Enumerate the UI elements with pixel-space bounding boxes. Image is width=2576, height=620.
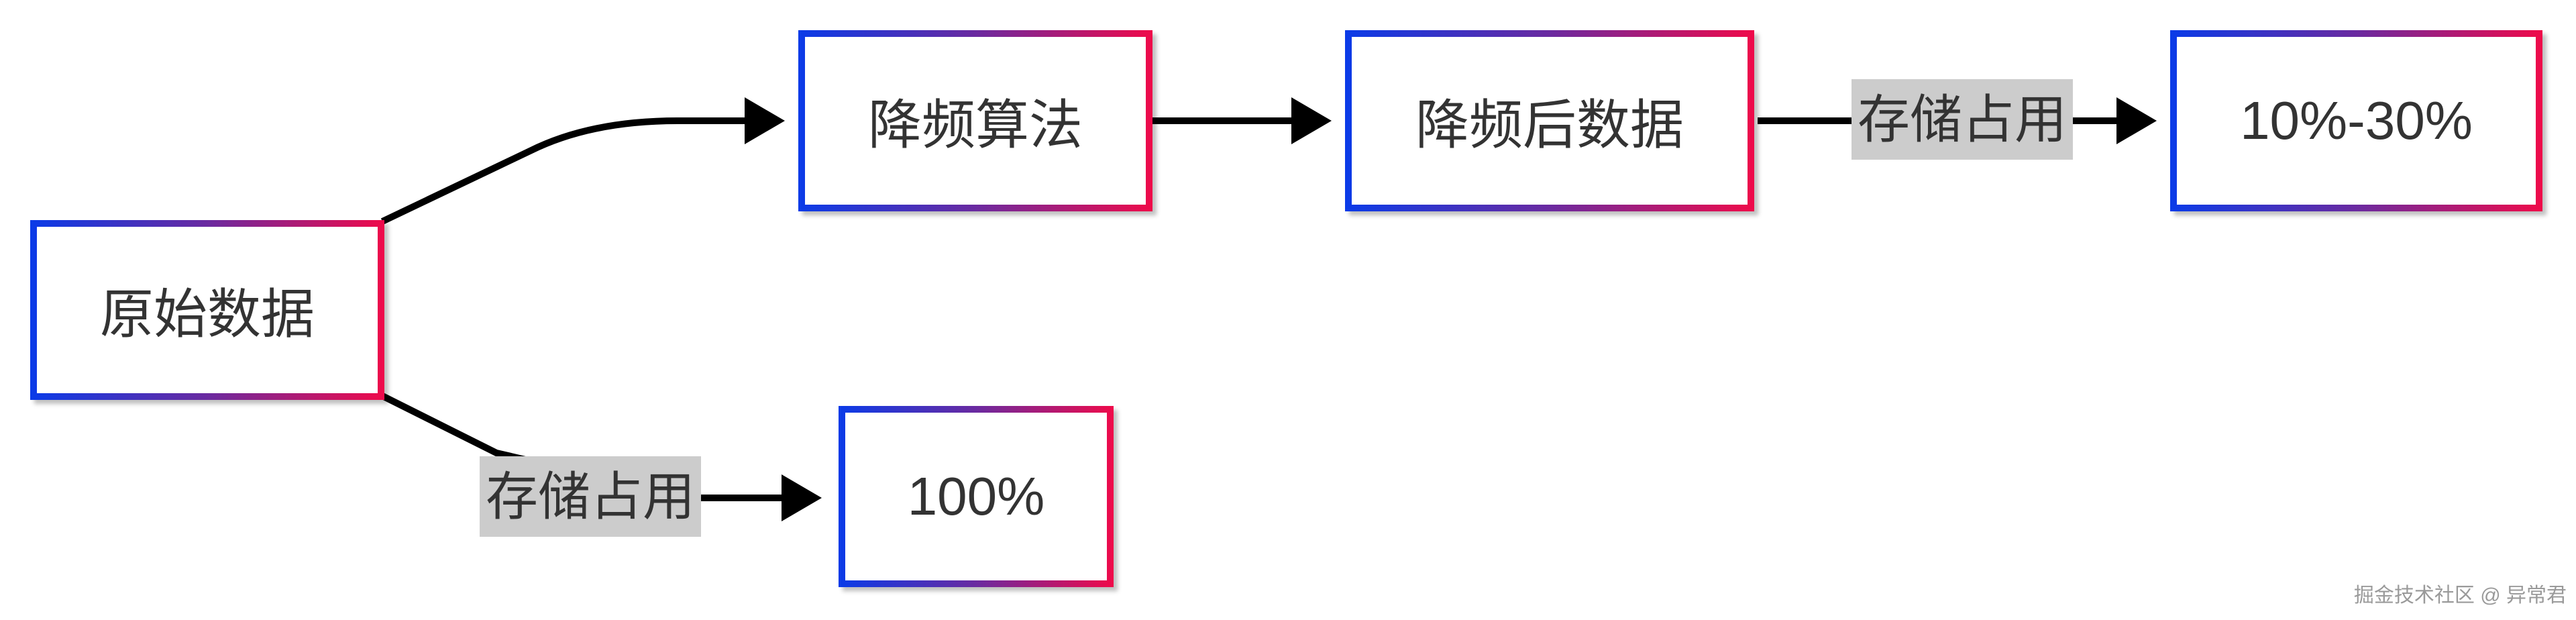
node-ratio-full: 100% bbox=[839, 406, 1114, 587]
node-downsampled-data-label: 降频后数据 bbox=[1415, 95, 1684, 155]
node-ratio-reduced-label: 10%-30% bbox=[2240, 91, 2473, 150]
arrowhead-algorithm bbox=[745, 97, 785, 144]
arrowhead-ratio-full bbox=[782, 474, 822, 521]
edge-label-storage-bottom-text: 存储占用 bbox=[485, 467, 695, 526]
edge-label-storage-top-text: 存储占用 bbox=[1857, 90, 2067, 149]
node-downsample-algorithm-label: 降频算法 bbox=[868, 95, 1083, 155]
node-ratio-reduced: 10%-30% bbox=[2170, 30, 2542, 211]
edge-label-storage-bottom: 存储占用 bbox=[480, 456, 701, 537]
node-raw-data: 原始数据 bbox=[30, 220, 384, 400]
node-downsampled-data: 降频后数据 bbox=[1345, 30, 1754, 211]
arrowhead-downsampled bbox=[1291, 97, 1332, 144]
edge-raw-to-algorithm bbox=[380, 117, 745, 225]
edge-label-storage-top: 存储占用 bbox=[1851, 79, 2073, 160]
node-downsample-algorithm: 降频算法 bbox=[798, 30, 1152, 211]
node-ratio-full-label: 100% bbox=[907, 466, 1045, 526]
arrowhead-ratio-reduced bbox=[2116, 97, 2157, 144]
node-raw-data-label: 原始数据 bbox=[100, 285, 315, 344]
watermark: 掘金技术社区 @ 异常君 bbox=[2353, 584, 2567, 607]
